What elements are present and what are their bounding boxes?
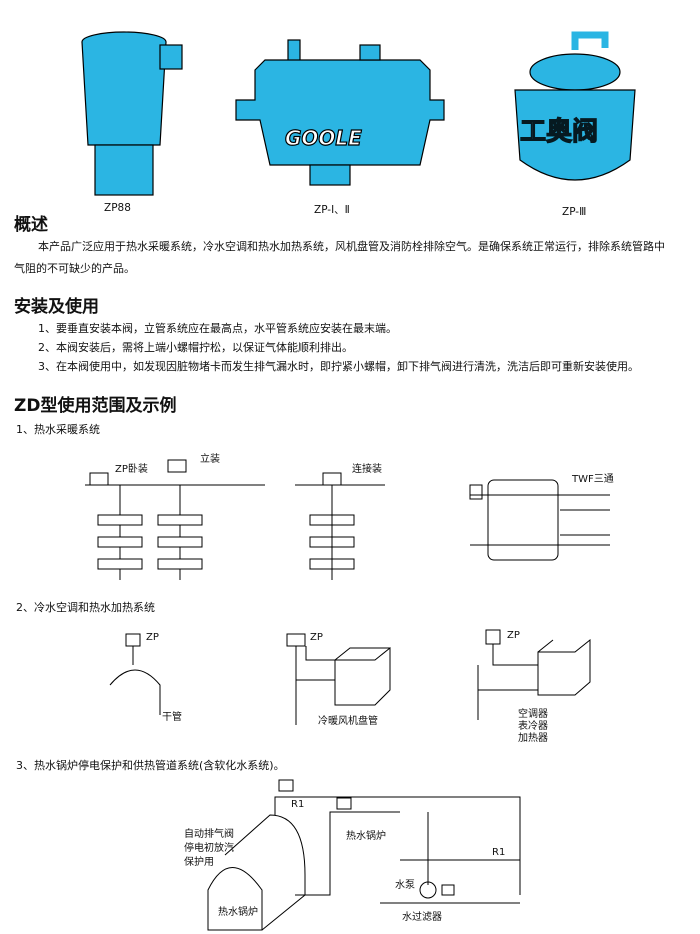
section-heading: ZD型使用范围及示例 (14, 396, 177, 416)
diagram-label: ZP (146, 632, 159, 643)
subsection-title: 2、冷水空调和热水加热系统 (16, 601, 155, 614)
diagram-label: 热水锅炉 (218, 905, 258, 918)
diagram-label: R1 (291, 799, 304, 810)
heating-system-diagram: ZP卧装 立装 连接装 TWF三通 (85, 452, 614, 580)
diagram-label: 立装 (200, 452, 220, 465)
product-images: GOOLE 工奥阀 (81, 31, 636, 196)
diagram-label: 水过滤器 (402, 910, 442, 923)
subsection-title: 3、热水锅炉停电保护和供热管道系统(含软化水系统)。 (16, 759, 285, 772)
paragraph: 本产品广泛应用于热水采暖系统，冷水空调和热水加热系统，风机盘管及消防栓排除空气。… (38, 240, 665, 253)
paragraph: 气阻的不可缺少的产品。 (14, 262, 135, 275)
diagram-label: ZP卧装 (115, 462, 148, 475)
diagram-label: 水泵 (395, 879, 415, 891)
diagram-label: ZP (507, 630, 520, 641)
section-heading: 安装及使用 (14, 297, 99, 317)
diagram-label: TWF三通 (571, 473, 614, 485)
diagram-label: 停电初放汽 (184, 841, 234, 854)
list-item: 3、在本阀使用中，如发现因脏物堵卡而发生排气漏水时，即拧紧小螺帽，卸下排气阀进行… (38, 360, 639, 373)
product-label: ZP88 (104, 202, 131, 214)
diagram-label: R1 (492, 847, 505, 858)
zp88-valve-image (81, 31, 183, 196)
list-item: 2、本阀安装后，需将上端小螺帽拧松，以保证气体能顺利排出。 (38, 341, 353, 354)
diagram-label: GOOLE (285, 126, 362, 150)
section-heading: 概述 (14, 215, 48, 235)
diagram-label: 加热器 (518, 731, 548, 744)
product-label: ZP-Ⅲ (562, 206, 587, 218)
diagram-label: 工奥阀 (520, 116, 598, 147)
product-label: ZP-Ⅰ、Ⅱ (314, 204, 350, 216)
diagram-label: 保护用 (184, 855, 214, 868)
diagram-label: 热水锅炉 (346, 829, 386, 842)
diagram-label: 空调器 (518, 707, 548, 720)
diagram-label: 冷暖风机盘管 (318, 714, 378, 727)
ac-system-diagram: ZP 干管 ZP 冷暖风机盘管 ZP 空调器 表冷器 加热器 (109, 629, 591, 744)
list-item: 1、要垂直安装本阀，立管系统应在最高点，水平管系统应安装在最末端。 (38, 322, 397, 335)
diagram-label: 表冷器 (518, 719, 548, 732)
diagram-label: 连接装 (352, 462, 382, 475)
zp-1-2-valve-image: GOOLE (235, 39, 445, 186)
subsection-title: 1、热水采暖系统 (16, 423, 100, 436)
diagram-label: ZP (310, 632, 323, 643)
boiler-system-diagram: R1 R1 自动排气阀 停电初放汽 保护用 热水锅炉 热水锅炉 水泵 水过滤器 (184, 779, 521, 931)
diagram-label: 干管 (162, 710, 182, 723)
zp-3-valve-image: 工奥阀 (514, 31, 636, 181)
diagram-label: 自动排气阀 (184, 827, 234, 840)
